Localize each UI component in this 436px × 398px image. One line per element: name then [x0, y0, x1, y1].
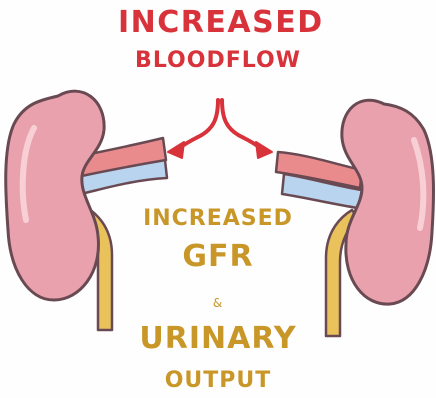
result-ampersand: &: [128, 296, 308, 310]
result-gfr: GFR: [128, 240, 308, 274]
heading-increased: INCREASED: [118, 6, 318, 40]
arrowhead-right: [256, 142, 272, 158]
arrowhead-left: [168, 142, 184, 158]
result-increased: INCREASED: [128, 206, 308, 232]
result-urinary: URINARY: [118, 322, 318, 356]
result-output: OUTPUT: [128, 368, 308, 394]
heading-bloodflow: BLOODFLOW: [118, 48, 318, 74]
bloodflow-arrows: [168, 100, 272, 158]
